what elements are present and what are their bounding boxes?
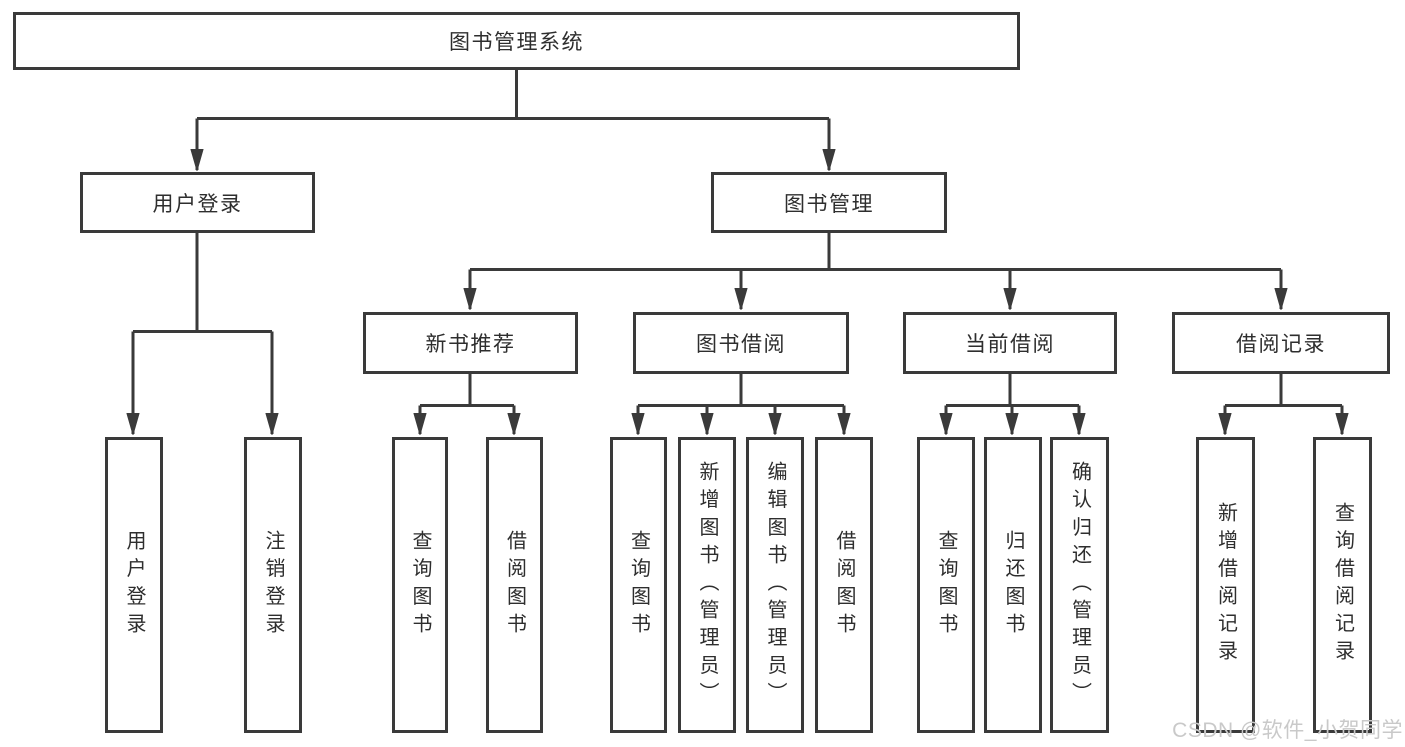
leaf-login-logout: 注销登录 <box>244 437 302 733</box>
leaf-current-return-book-label: 归还图书 <box>1002 529 1024 641</box>
leaf-records-query-record: 查询借阅记录 <box>1313 437 1372 733</box>
leaf-borrowing-query-book-label: 查询图书 <box>627 529 650 641</box>
node-book-borrowing-label: 图书借阅 <box>696 333 786 356</box>
node-user-login: 用户登录 <box>80 172 315 233</box>
leaf-borrowing-query-book: 查询图书 <box>610 437 667 733</box>
leaf-current-confirm-return-admin-label: 确认归还（管理员） <box>1068 460 1091 710</box>
leaf-login-user-login-label: 用户登录 <box>123 529 145 641</box>
leaf-borrowing-add-book-admin-label: 新增图书（管理员） <box>696 460 718 710</box>
node-current-borrowing-label: 当前借阅 <box>965 333 1055 356</box>
node-user-login-label: 用户登录 <box>152 192 243 216</box>
leaf-current-return-book: 归还图书 <box>984 437 1042 733</box>
leaf-borrowing-borrow-book-label: 借阅图书 <box>833 529 855 641</box>
node-borrowing-records: 借阅记录 <box>1172 312 1390 374</box>
leaf-records-add-record: 新增借阅记录 <box>1196 437 1255 733</box>
node-root-label: 图书管理系统 <box>449 31 584 54</box>
node-book-borrowing: 图书借阅 <box>633 312 849 374</box>
leaf-current-confirm-return-admin: 确认归还（管理员） <box>1050 437 1109 733</box>
node-new-book-recommend-label: 新书推荐 <box>425 333 516 356</box>
leaf-recommend-query-book: 查询图书 <box>392 437 448 733</box>
watermark: CSDN @软件_小贺同学 <box>1172 719 1403 742</box>
leaf-borrowing-add-book-admin: 新增图书（管理员） <box>678 437 736 733</box>
leaf-borrowing-edit-book-admin-label: 编辑图书（管理员） <box>764 460 786 710</box>
leaf-login-logout-label: 注销登录 <box>262 529 284 641</box>
leaf-records-query-record-label: 查询借阅记录 <box>1331 502 1354 668</box>
leaf-current-query-book: 查询图书 <box>917 437 975 733</box>
leaf-records-add-record-label: 新增借阅记录 <box>1214 502 1237 668</box>
leaf-recommend-query-book-label: 查询图书 <box>409 529 431 641</box>
leaf-current-query-book-label: 查询图书 <box>935 529 957 641</box>
node-current-borrowing: 当前借阅 <box>903 312 1117 374</box>
leaf-recommend-borrow-book: 借阅图书 <box>486 437 543 733</box>
leaf-borrowing-edit-book-admin: 编辑图书（管理员） <box>746 437 804 733</box>
leaf-login-user-login: 用户登录 <box>105 437 163 733</box>
node-book-management-label: 图书管理 <box>784 192 874 216</box>
leaf-recommend-borrow-book-label: 借阅图书 <box>503 529 526 641</box>
node-borrowing-records-label: 借阅记录 <box>1236 333 1326 356</box>
leaf-borrowing-borrow-book: 借阅图书 <box>815 437 873 733</box>
node-new-book-recommend: 新书推荐 <box>363 312 578 374</box>
node-book-management: 图书管理 <box>711 172 947 233</box>
node-root: 图书管理系统 <box>13 12 1020 70</box>
